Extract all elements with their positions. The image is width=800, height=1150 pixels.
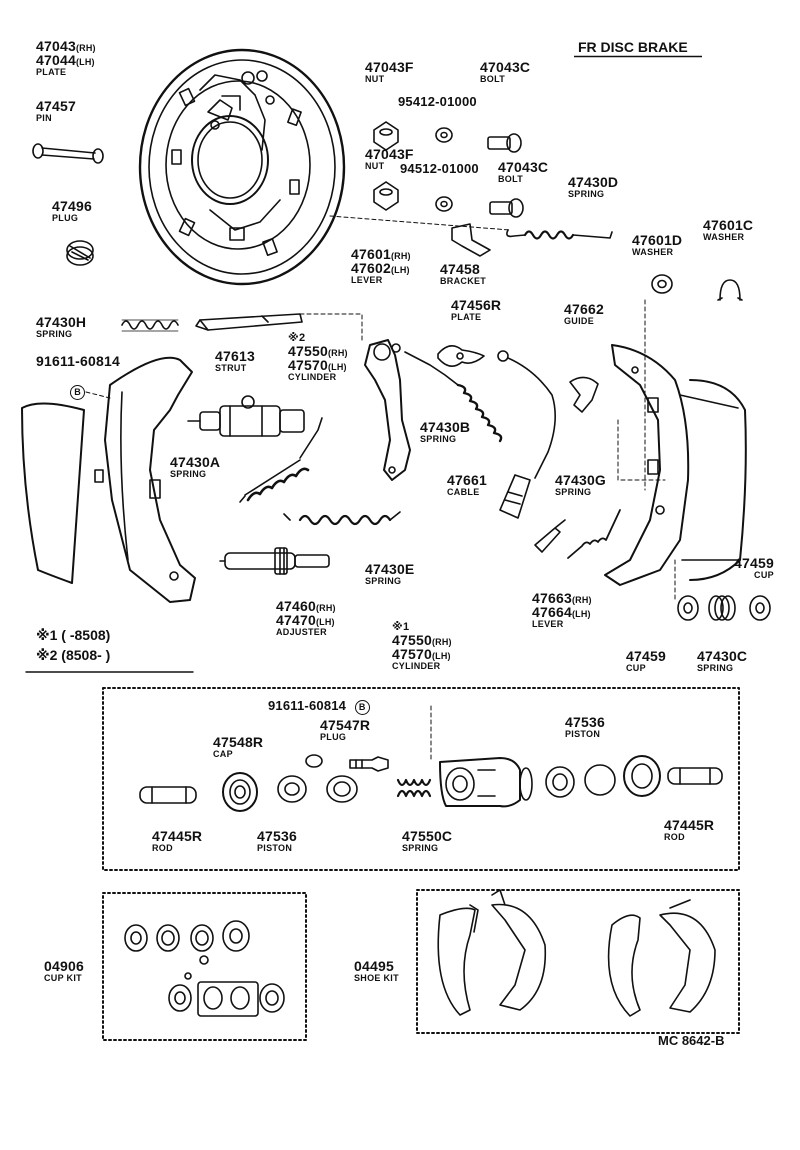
plug-47496 xyxy=(66,240,94,266)
spring-47430b xyxy=(404,351,503,443)
label-washer-94512: 94512-01000 xyxy=(400,161,479,176)
lever-47601 xyxy=(364,339,411,481)
spring-47430e xyxy=(283,511,401,526)
adjuster-47460 xyxy=(219,547,330,575)
washer-47601c xyxy=(717,279,743,301)
left-brake-shoe xyxy=(21,356,196,603)
diagram-title: FR DISC BRAKE xyxy=(578,39,688,55)
spring-47430h xyxy=(121,320,179,330)
label-cylinder-mid: ※1 47550(RH) 47570(LH) CYLINDER xyxy=(392,621,452,671)
spring-47430c xyxy=(708,595,736,621)
label-cylinder-top: ※2 47550(RH) 47570(LH) CYLINDER xyxy=(288,332,348,382)
wheel-cylinder-top xyxy=(187,395,305,437)
cup-47459-right xyxy=(749,595,771,621)
cylinder-exploded xyxy=(139,754,723,812)
nut-47043f-2 xyxy=(373,181,399,211)
lever-47663 xyxy=(534,519,566,553)
callout-b-left: B xyxy=(70,383,85,400)
label-lever-top: 47601(RH) 47602(LH) LEVER xyxy=(351,246,411,285)
spring-47430a xyxy=(239,417,323,503)
pin-47457 xyxy=(32,143,104,164)
strut-47613 xyxy=(195,313,303,331)
label-washer-95412: 95412-01000 xyxy=(398,94,477,109)
label-plate: 47043(RH) 47044(LH) PLATE xyxy=(36,38,96,77)
label-pin-91611: 91611-60814 xyxy=(36,353,120,369)
right-brake-shoe xyxy=(604,344,747,586)
guide-47662 xyxy=(569,376,599,413)
washer-47601d xyxy=(651,274,673,294)
label-pin-91611-b: 91611-60814 B xyxy=(268,698,370,715)
cup-47459-left xyxy=(677,595,699,621)
label-adjuster: 47460(RH) 47470(LH) ADJUSTER xyxy=(276,598,336,637)
bracket-47458 xyxy=(451,223,491,257)
spring-47430d xyxy=(506,229,613,240)
shoe-kit-parts xyxy=(437,889,716,1017)
diagram-code: MC 8642-B xyxy=(658,1033,725,1048)
washer-94512-01000 xyxy=(435,196,453,212)
cup-kit-parts xyxy=(124,920,285,1017)
note-2: ※2 (8508- ) xyxy=(36,647,111,663)
bolt-47043c-2 xyxy=(489,198,524,218)
note-1: ※1 ( -8508) xyxy=(36,627,111,643)
spring-47430g xyxy=(567,509,621,559)
label-lever-bot: 47663(RH) 47664(LH) LEVER xyxy=(532,590,592,629)
plate-47456r xyxy=(437,345,485,367)
bolt-47043c-1 xyxy=(487,133,522,153)
backing-plate xyxy=(138,48,346,286)
cable-47661 xyxy=(497,350,556,519)
nut-47043f-1 xyxy=(373,121,399,151)
washer-95412-01000 xyxy=(435,127,453,143)
